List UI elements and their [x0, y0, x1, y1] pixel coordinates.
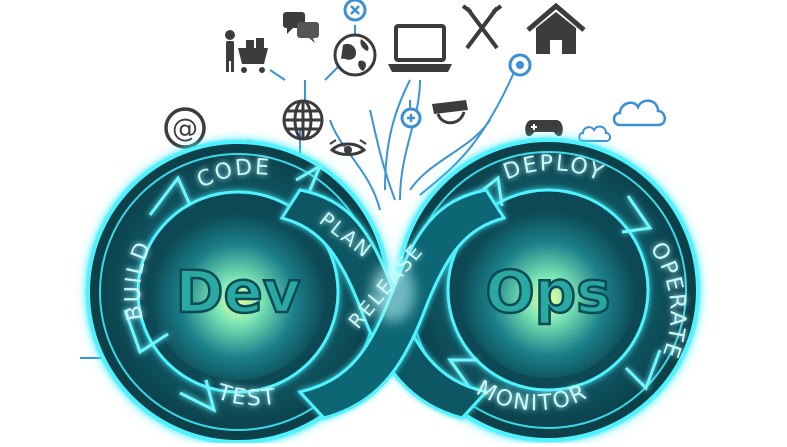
ops-word: Ops — [485, 258, 610, 326]
server-icon — [432, 100, 468, 125]
dev-word: Dev — [175, 258, 300, 326]
eye-icon — [329, 139, 367, 156]
plus-circle-icon — [400, 107, 422, 129]
web-globe-icon — [282, 99, 324, 141]
close-circle-icon — [343, 0, 367, 22]
laptop-icon — [388, 24, 452, 72]
globe-icon — [333, 33, 377, 77]
infinity-crossing — [279, 188, 507, 420]
cloud-small-icon — [578, 125, 612, 142]
chat-bubbles-icon — [283, 12, 319, 43]
target-icon — [508, 53, 532, 77]
cloud-icon — [612, 99, 666, 127]
gamepad-icon — [525, 120, 563, 137]
center-words: Dev Ops — [174, 257, 612, 328]
shopping-cart-icon — [225, 30, 268, 73]
at-sign-icon: @ — [164, 107, 206, 149]
home-icon — [526, 2, 586, 54]
tools-icon — [461, 4, 503, 50]
svg-text:@: @ — [172, 114, 198, 144]
